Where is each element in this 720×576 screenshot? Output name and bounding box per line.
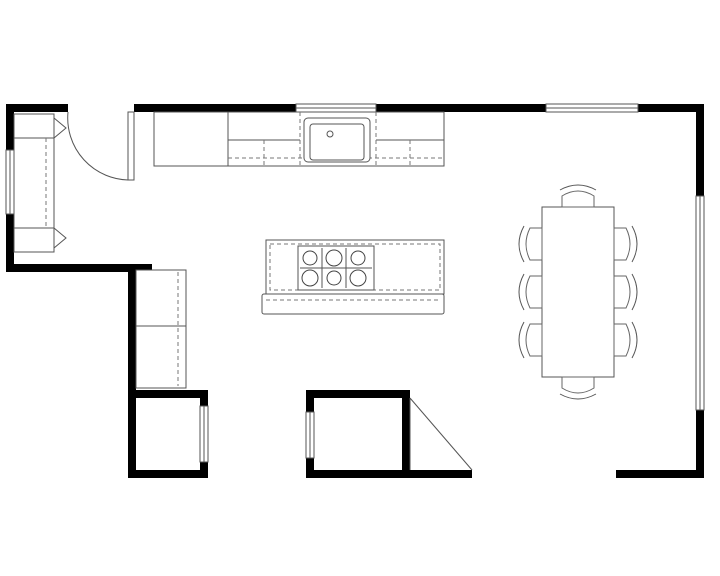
dining-table bbox=[541, 206, 615, 378]
mudroom-bench bbox=[13, 113, 67, 253]
kitchen-island bbox=[261, 239, 445, 315]
wall-top-left-segment bbox=[6, 104, 68, 112]
chair-right-3 bbox=[613, 323, 631, 357]
bench-door-swing-bottom bbox=[53, 227, 67, 249]
wall-closet-left-top bbox=[136, 390, 208, 398]
chair-left-3 bbox=[525, 323, 543, 357]
sink-basin-outer bbox=[303, 117, 371, 163]
top-counter bbox=[153, 111, 445, 167]
chair-bottom bbox=[561, 376, 595, 394]
wall-top-main bbox=[134, 104, 702, 112]
bench-body bbox=[13, 113, 55, 253]
bench-door-swing-top bbox=[53, 117, 67, 139]
burner-2 bbox=[325, 249, 343, 267]
chair-top bbox=[561, 190, 595, 208]
chair-right-1 bbox=[613, 227, 631, 261]
burner-6 bbox=[349, 269, 367, 287]
chair-right-2-back bbox=[631, 273, 638, 311]
chair-left-2-back bbox=[518, 273, 525, 311]
door-swing-arc bbox=[67, 111, 131, 181]
chair-right-3-back bbox=[631, 321, 638, 359]
entry-door bbox=[67, 111, 135, 181]
wall-closet-mid-top bbox=[306, 390, 410, 398]
windows bbox=[5, 103, 705, 411]
cooktop bbox=[297, 245, 375, 291]
wall-hall-bottom bbox=[128, 470, 208, 478]
closet-middle bbox=[305, 397, 473, 471]
wall-closet-mid-left-lower bbox=[306, 458, 314, 478]
chair-bottom-back bbox=[559, 393, 597, 400]
hall-cabinets bbox=[135, 269, 187, 389]
burner-5 bbox=[326, 270, 342, 286]
closet-left bbox=[199, 405, 209, 463]
wall-closet-mid-bottom bbox=[306, 470, 472, 478]
chair-right-2 bbox=[613, 275, 631, 309]
door-leaf bbox=[127, 111, 135, 181]
wall-closet-left-right-lower bbox=[200, 462, 208, 478]
burner-3 bbox=[350, 250, 366, 266]
wall-closet-mid-right bbox=[402, 390, 410, 478]
sink-drain bbox=[326, 130, 334, 138]
chair-left-1 bbox=[525, 227, 543, 261]
island-overhang bbox=[261, 293, 445, 315]
chair-left-2 bbox=[525, 275, 543, 309]
counter-left-tall bbox=[153, 111, 229, 167]
wall-hall-upper bbox=[128, 264, 136, 472]
chair-left-1-back bbox=[518, 225, 525, 263]
sink-basin-inner bbox=[309, 123, 365, 161]
wall-bottom-right bbox=[616, 470, 704, 478]
chair-right-1-back bbox=[631, 225, 638, 263]
burner-1 bbox=[302, 250, 318, 266]
closet-door-swing-leaf bbox=[409, 397, 473, 471]
chair-top-back bbox=[559, 184, 597, 191]
wall-left-bottom bbox=[6, 264, 152, 272]
chair-left-3-back bbox=[518, 321, 525, 359]
wall-closet-mid-left bbox=[306, 390, 314, 412]
wall-closet-left-right bbox=[200, 390, 208, 406]
burner-4 bbox=[301, 269, 319, 287]
dining-set bbox=[518, 184, 638, 400]
